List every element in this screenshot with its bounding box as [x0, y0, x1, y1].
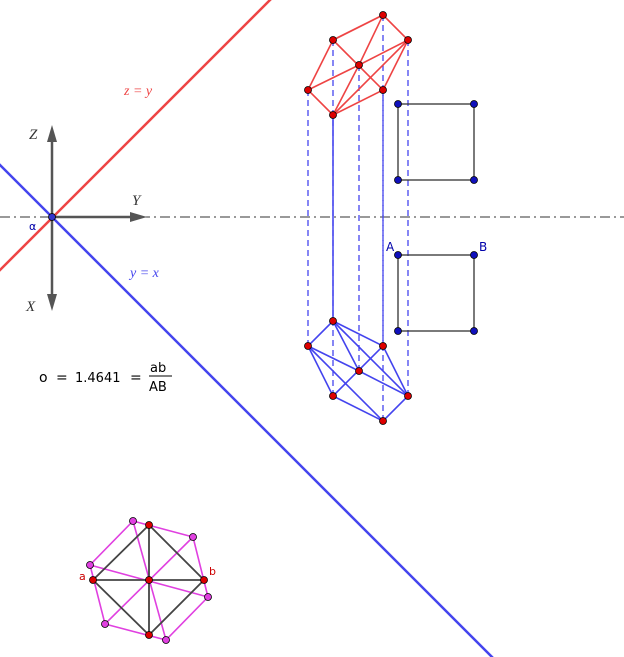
- arrow-z-icon: [47, 125, 57, 142]
- label-point-B: B: [479, 240, 487, 254]
- square-lower: [397, 254, 475, 332]
- ratio-denominator: AB: [149, 380, 167, 395]
- ratio-equals-1: =: [56, 370, 68, 386]
- label-axis-x: X: [25, 299, 36, 315]
- line-y-eq-x: [0, 163, 494, 657]
- red-points-lower[interactable]: [304, 317, 412, 425]
- arrow-y-icon: [130, 212, 147, 222]
- ratio-value: 1.4641: [75, 371, 121, 386]
- label-point-a: a: [79, 570, 86, 583]
- square-upper: [397, 103, 475, 181]
- ratio-symbol: ο: [39, 370, 48, 386]
- label-point-b: b: [209, 565, 216, 578]
- label-z-eq-y: z = y: [123, 84, 153, 99]
- label-y-eq-x: y = x: [128, 266, 160, 281]
- line-z-eq-y: [0, 0, 272, 272]
- ratio-formula: ο = 1.4641 = ab AB: [39, 361, 172, 395]
- ratio-equals-2: =: [130, 370, 142, 386]
- label-axis-y: Y: [132, 193, 142, 209]
- label-point-A: A: [386, 240, 395, 254]
- label-axis-z: Z: [29, 127, 38, 143]
- magenta-points[interactable]: [86, 517, 212, 644]
- square-points[interactable]: [394, 100, 478, 335]
- red-points[interactable]: [304, 11, 412, 119]
- arrow-x-icon: [47, 294, 57, 311]
- label-origin: α: [29, 220, 36, 233]
- projection-lines: [307, 15, 409, 421]
- origin-point[interactable]: [48, 213, 56, 221]
- bottom-red-points[interactable]: [89, 521, 208, 639]
- axes: [47, 125, 147, 311]
- ratio-numerator: ab: [150, 361, 166, 376]
